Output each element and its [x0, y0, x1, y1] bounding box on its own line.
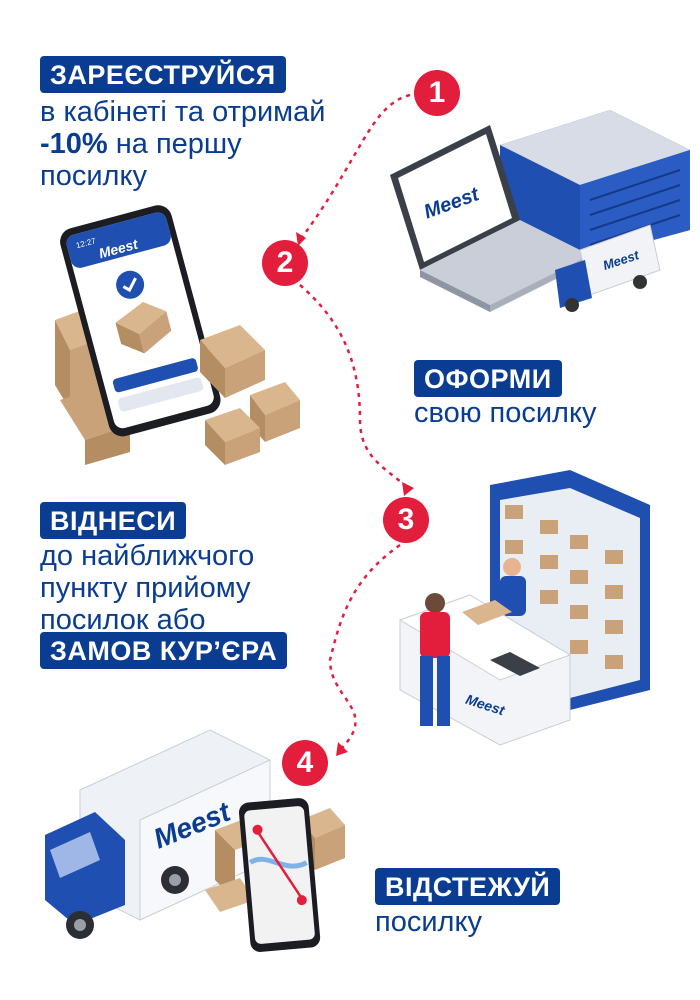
step-1-title: ЗАРЕЄСТРУЙСЯ	[40, 56, 286, 93]
route-dashed-line	[298, 93, 411, 751]
step-4-description: посилку	[375, 906, 482, 938]
step-3-description: до найближчого пункту прийому посилок аб…	[40, 540, 360, 636]
step-3-line-2: пункту прийому	[40, 572, 251, 604]
step-1-line-2-rest: на першу	[107, 128, 242, 160]
small-truck-illustration: Meest	[555, 224, 661, 312]
step-3-courier-title: ЗАМОВ КУР’ЄРА	[40, 632, 288, 669]
step-1-line-2: -10% на першу	[40, 128, 400, 160]
step-1-line-1: в кабінеті та отримай	[40, 96, 326, 128]
step-3-line-1: до найближчого	[40, 540, 255, 572]
discount-value: -10%	[40, 128, 108, 160]
step-3-line-3: посилок або	[40, 604, 206, 636]
step-2-badge: 2	[262, 240, 308, 286]
step-3-badge: 3	[383, 497, 429, 543]
step-3-title: ВІДНЕСИ	[40, 502, 187, 539]
step-1-badge: 1	[414, 70, 460, 116]
warehouse-illustration	[500, 110, 690, 260]
step-2-description: свою посилку	[414, 397, 597, 429]
step-2-title: ОФОРМИ	[414, 360, 562, 397]
step-1-description: в кабінеті та отримай -10% на першу поси…	[40, 96, 400, 192]
tracking-phone-illustration	[205, 798, 345, 952]
service-point-illustration: Meest	[398, 470, 650, 746]
step-4-badge: 4	[282, 740, 328, 786]
step-4-title: ВІДСТЕЖУЙ	[375, 868, 561, 905]
phone-boxes-illustration: 12:27 Meest	[55, 205, 300, 465]
step-1-line-3: посилку	[40, 160, 147, 192]
